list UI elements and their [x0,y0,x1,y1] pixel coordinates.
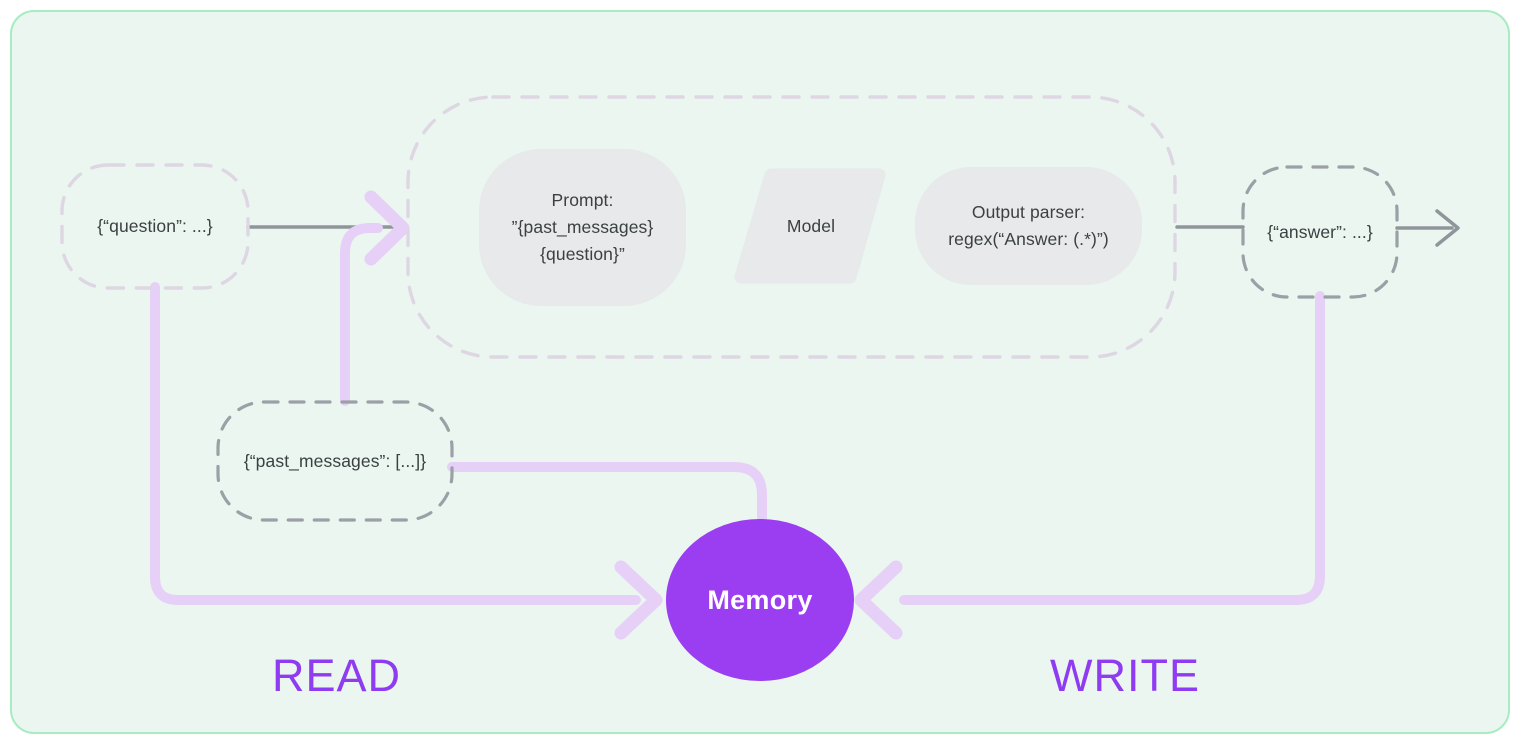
question-node-label: {“question”: ...} [97,216,213,236]
connector-answer-to-memory-write [899,291,1325,605]
connector-pastmessages-to-chain [340,223,383,406]
output-parser-node-shape [915,167,1142,285]
output-parser-node-label: Output parser: regex(“Answer: (.*)”) [915,167,1142,285]
arrowhead-into-memory-left-icon [614,560,663,640]
arrowhead-output-icon [1435,209,1460,247]
memory-node-label: Memory [707,584,813,615]
model-node-shape [734,168,886,284]
arrowhead-into-memory-right-icon [854,560,903,640]
prompt-node-shape [479,149,686,306]
write-annotation: WRITE [1050,650,1200,701]
past-messages-node-label: {“past_messages”: [...]} [243,450,427,471]
answer-node-outline [1241,165,1399,299]
answer-node-label: {“answer”: ...} [1267,221,1373,242]
prompt-node-label: Prompt: ”{past_messages} {question}” [479,149,686,306]
connector-memory-to-pastmessages [447,462,767,527]
output-parser-line1: Output parser: [971,202,1086,222]
prompt-node-line2: ”{past_messages} [511,217,654,237]
chain-container-outline [406,95,1177,359]
model-node-label: Model [786,215,836,236]
prompt-node-line3: {question}” [540,244,625,264]
connector-question-to-memory-read [150,282,641,605]
memory-node-shape [666,519,854,681]
output-parser-line2: regex(“Answer: (.*)”) [948,229,1109,249]
question-node-outline [60,163,250,290]
read-annotation: READ [272,650,402,701]
prompt-node-line1: Prompt: [551,190,614,210]
arrowhead-into-chain-icon [364,190,410,266]
